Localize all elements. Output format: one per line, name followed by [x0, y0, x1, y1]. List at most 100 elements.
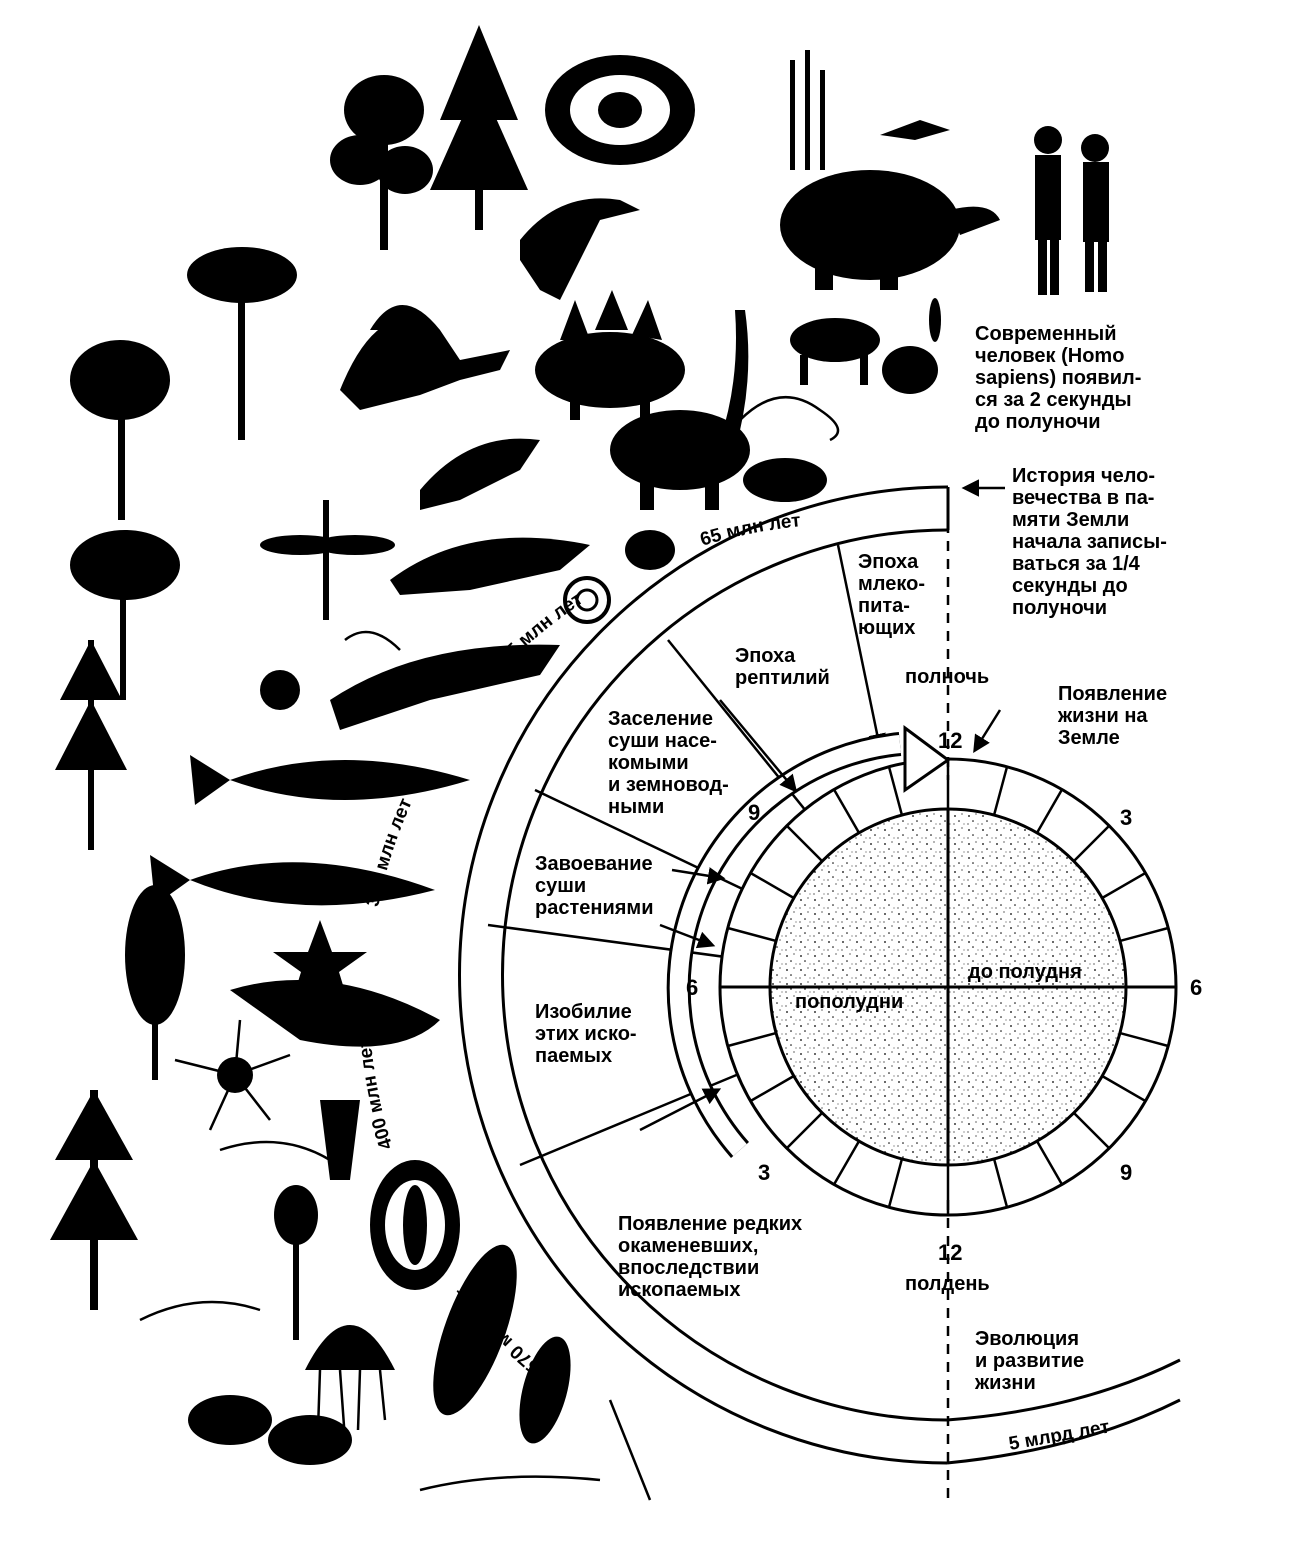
svg-text:ющих: ющих: [858, 617, 915, 639]
ring-segment-divider: [1035, 788, 1064, 834]
fish-icon: [190, 755, 470, 805]
svg-text:этих иско-: этих иско-: [535, 1023, 637, 1045]
worm-icon: [219, 1140, 331, 1162]
ammonite-icon: [563, 576, 611, 624]
svg-text:ископаемых: ископаемых: [618, 1279, 740, 1301]
tree-icon: [430, 25, 528, 230]
turtle-icon: [743, 458, 827, 502]
ring-segment-divider: [727, 926, 777, 943]
ring-segment-divider: [749, 1074, 795, 1103]
ring-segment-divider: [992, 766, 1009, 816]
flower-icon: [545, 55, 695, 165]
svg-text:Эволюция: Эволюция: [975, 1328, 1079, 1350]
bird-icon: [880, 120, 950, 140]
ring-segment-divider: [749, 871, 795, 900]
svg-text:полуночи: полуночи: [1012, 597, 1107, 619]
clock-face: [666, 487, 1178, 1500]
svg-text:Эпоха: Эпоха: [735, 645, 796, 667]
era-label-plants: Завоевание суши растениями: [535, 853, 654, 919]
svg-text:суши: суши: [535, 875, 586, 897]
era-label-rare-fossils: Появление редких окаменевших, впоследств…: [618, 1213, 802, 1301]
starfish-icon: [273, 920, 367, 1005]
ring-segment-divider: [727, 1031, 777, 1048]
svg-text:млеко-: млеко-: [858, 573, 925, 595]
ring-segment-divider: [887, 766, 904, 816]
leaf-fossil-icon: [433, 1244, 517, 1416]
svg-text:окаменевших,: окаменевших,: [618, 1235, 758, 1257]
salamander-icon: [390, 537, 590, 595]
ring-segment-divider: [992, 1158, 1009, 1208]
svg-text:Изобилие: Изобилие: [535, 1001, 632, 1023]
sauropod-icon: [610, 310, 750, 510]
ring-segment-divider: [1101, 871, 1147, 900]
svg-text:Заселение: Заселение: [608, 708, 713, 730]
seaweed-icon: [139, 1300, 261, 1322]
svg-text:человек (Homo: человек (Homo: [975, 345, 1124, 367]
after-noon-label: пополудни: [795, 991, 903, 1013]
number-9-right: 9: [1120, 1160, 1132, 1185]
svg-text:Современный: Современный: [975, 323, 1116, 345]
spider-icon: [260, 670, 300, 710]
ring-segment-divider: [785, 824, 824, 863]
horse-icon: [790, 318, 880, 385]
svg-text:рептилий: рептилий: [735, 667, 830, 689]
ring-segment-divider: [1072, 824, 1111, 863]
svg-text:до полуночи: до полуночи: [975, 411, 1101, 433]
svg-text:пита-: пита-: [858, 595, 910, 617]
number-12-top: 12: [938, 728, 962, 753]
svg-text:Земле: Земле: [1058, 727, 1120, 749]
number-3-left: 3: [758, 1160, 770, 1185]
snake-icon: [739, 395, 840, 442]
ring-segment-divider: [832, 1140, 861, 1186]
number-3-right: 3: [1120, 805, 1132, 830]
sail-reptile-icon: [340, 305, 510, 410]
frond-fossil-icon: [519, 1336, 571, 1444]
svg-text:суши насе-: суши насе-: [608, 730, 717, 752]
era-label-reptiles: Эпоха рептилий: [735, 645, 830, 689]
tree-icon: [330, 75, 433, 250]
svg-text:История чело-: История чело-: [1012, 465, 1155, 487]
fern-icon: [55, 640, 127, 850]
svg-text:sapiens) появил-: sapiens) появил-: [975, 367, 1141, 389]
tree-icon: [70, 340, 170, 520]
svg-text:Появление: Появление: [1058, 683, 1167, 705]
svg-text:и земновод-: и земновод-: [608, 774, 729, 796]
arc-label-65: 65 млн лет: [698, 510, 802, 550]
noon-label: полдень: [905, 1273, 990, 1295]
svg-text:вечества в па-: вечества в па-: [1012, 487, 1154, 509]
jellyfish-icon: [305, 1325, 395, 1441]
arc-label-400: 400 млн лет: [355, 1038, 398, 1152]
era-label-mammals: Эпоха млеко- пита- ющих: [858, 551, 925, 639]
human-icon: [1034, 126, 1109, 295]
svg-text:впоследствии: впоследствии: [618, 1257, 759, 1279]
crinoid-icon: [274, 1185, 318, 1340]
millipede-icon: [344, 630, 401, 651]
rabbit-icon: [882, 298, 941, 394]
svg-text:ными: ными: [608, 796, 664, 818]
era-label-insects: Заселение суши насе- комыми и земновод- …: [608, 708, 729, 818]
ring-segment-divider: [887, 1158, 904, 1208]
algae-chain-icon: [419, 1399, 652, 1501]
svg-text:ваться за 1/4: ваться за 1/4: [1012, 553, 1141, 575]
svg-text:жизни: жизни: [974, 1372, 1036, 1394]
number-12-bottom: 12: [938, 1240, 962, 1265]
ring-segment-divider: [1072, 1111, 1111, 1150]
note-human-history: История чело- вечества в па- мяти Земли …: [1012, 465, 1167, 619]
lizard-icon: [420, 438, 540, 510]
svg-text:начала записы-: начала записы-: [1012, 531, 1167, 553]
ring-segment-divider: [1035, 1140, 1064, 1186]
midnight-label: полночь: [905, 666, 989, 688]
shrub-icon: [70, 530, 180, 700]
svg-text:и развитие: и развитие: [975, 1350, 1084, 1372]
svg-text:жизни на: жизни на: [1057, 705, 1148, 727]
dragonfly-icon: [260, 500, 395, 620]
ring-segment-divider: [832, 788, 861, 834]
note-life-origin: Появление жизни на Земле: [1057, 683, 1167, 749]
svg-text:секунды до: секунды до: [1012, 575, 1128, 597]
trilobite-icon: [370, 1160, 460, 1290]
ring-segment-divider: [1119, 926, 1169, 943]
palm-tree-icon: [187, 247, 297, 440]
ring-segment-divider: [785, 1111, 824, 1150]
svg-text:мяти Земли: мяти Земли: [1012, 509, 1129, 531]
